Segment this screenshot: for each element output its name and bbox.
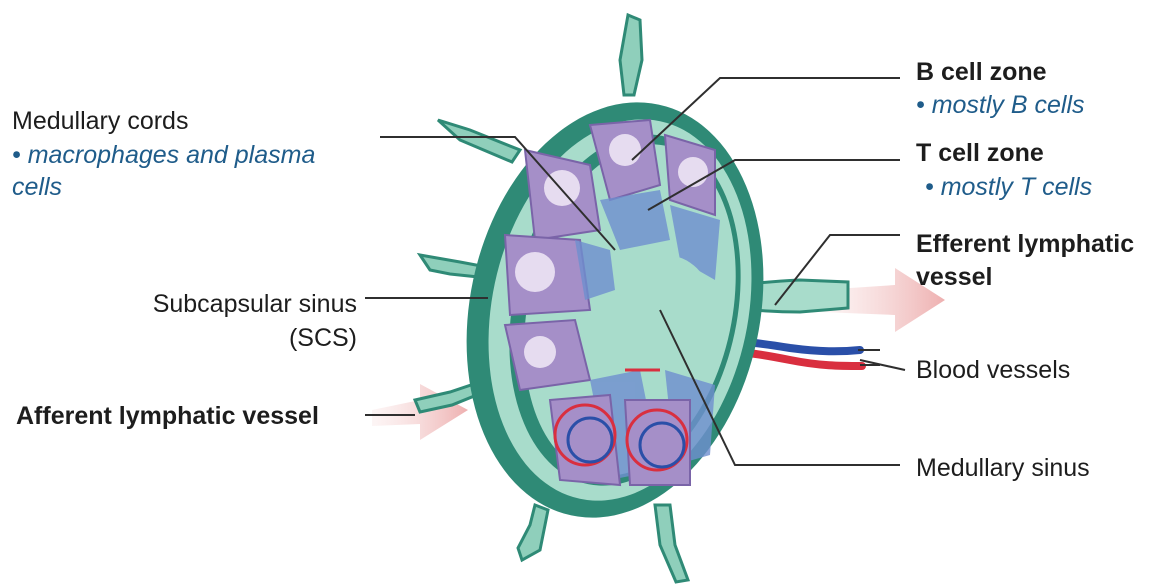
medullary-cords-desc-2: cells [12, 172, 62, 203]
medullary-cords-label: Medullary cords [12, 106, 188, 137]
efferent-lymphatic-vessel-label-2: vessel [916, 262, 992, 293]
medullary-cords-desc-1: • macrophages and plasma [12, 140, 315, 171]
afferent-lymphatic-vessel-label: Afferent lymphatic vessel [16, 401, 319, 432]
b-cell-zone-desc: • mostly B cells [916, 90, 1085, 121]
subcapsular-sinus-label: Subcapsular sinus [112, 289, 357, 320]
medullary-sinus-label: Medullary sinus [916, 453, 1090, 484]
medullary-sinus-shape [620, 255, 710, 345]
efferent-lymphatic-vessel-label-1: Efferent lymphatic [916, 229, 1134, 260]
blood-vessels-label: Blood vessels [916, 355, 1070, 386]
b-cell-zone-label: B cell zone [916, 57, 1047, 88]
subcapsular-sinus-abbr: (SCS) [112, 323, 357, 354]
t-cell-zone-label: T cell zone [916, 138, 1044, 169]
t-cell-zone-desc: • mostly T cells [925, 172, 1092, 203]
